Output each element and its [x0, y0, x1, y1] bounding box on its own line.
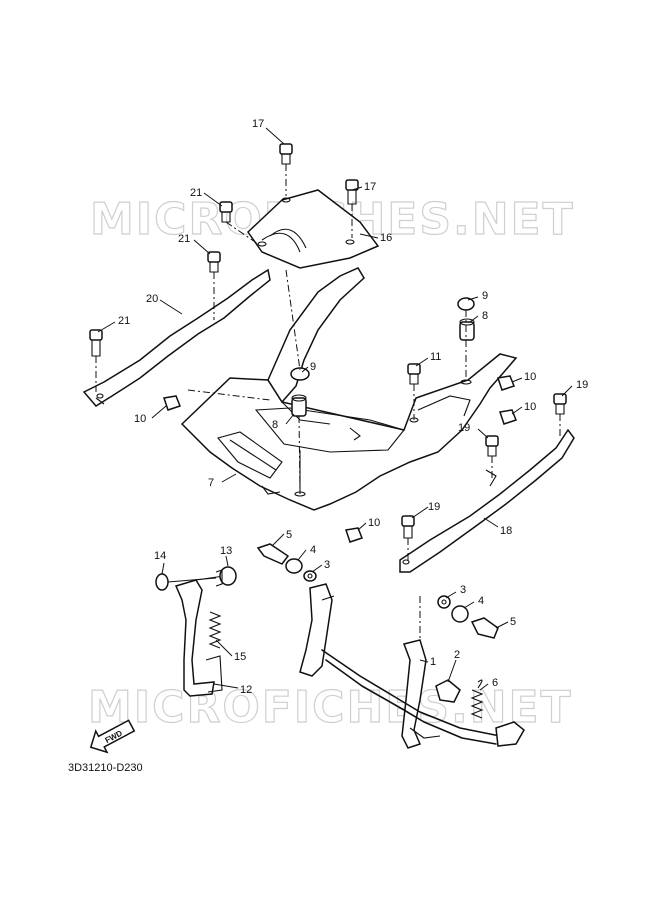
watermark-bottom: MICROFICHES.NET	[88, 682, 573, 733]
callout-11: 11	[430, 351, 441, 363]
callout-17a: 17	[252, 118, 264, 130]
assembly-lines	[95, 164, 561, 662]
callout-10a: 10	[134, 413, 146, 425]
part-12-side-stand	[174, 575, 225, 697]
part-1-main-stand	[299, 583, 525, 749]
callout-13: 13	[220, 545, 232, 557]
callout-17b: 17	[364, 181, 376, 193]
part-21-bolt-b	[207, 251, 221, 273]
part-6-spring	[470, 679, 484, 719]
part-10-clip-c	[499, 409, 517, 425]
callout-20: 20	[146, 293, 158, 305]
callout-5b: 5	[510, 616, 516, 628]
callouts: 17 17 21 16 21 20 21 9 8 11 9 10 19 10 1…	[118, 118, 588, 696]
callout-21b: 21	[178, 233, 190, 245]
part-10-clip-d	[345, 527, 363, 543]
callout-9a: 9	[310, 361, 316, 373]
callout-10d: 10	[368, 517, 380, 529]
part-19-bolt-a	[553, 393, 567, 415]
callout-18: 18	[500, 525, 512, 537]
part-16-plate	[247, 189, 380, 269]
part-19-bolt-b	[485, 435, 499, 457]
part-9-grommet-a	[290, 367, 310, 381]
callout-3b: 3	[460, 584, 466, 596]
part-7-frame	[180, 267, 518, 511]
leader-lines	[97, 127, 573, 691]
callout-8b: 8	[482, 310, 488, 322]
callout-21a: 21	[190, 187, 202, 199]
part-20-left-stay	[82, 268, 271, 407]
callout-9b: 9	[482, 290, 488, 302]
part-4-collar-left	[285, 558, 303, 574]
part-15-spring	[208, 611, 222, 649]
callout-19c: 19	[428, 501, 440, 513]
part-14-bolt	[155, 573, 217, 591]
part-19-bolt-c	[401, 515, 415, 539]
part-3-washer-right	[437, 595, 451, 609]
callout-4a: 4	[310, 544, 316, 556]
callout-12: 12	[240, 684, 252, 696]
callout-8a: 8	[272, 419, 278, 431]
callout-7: 7	[208, 477, 214, 489]
part-4-collar-right	[451, 605, 469, 623]
callout-2: 2	[454, 649, 460, 661]
callout-10b: 10	[524, 371, 536, 383]
callout-19a: 19	[576, 379, 588, 391]
part-17-bolt-a	[279, 143, 293, 165]
part-18-right-stay	[399, 428, 575, 573]
callout-21c: 21	[118, 315, 130, 327]
callout-4b: 4	[478, 595, 484, 607]
callout-1: 1	[430, 656, 436, 668]
callout-3a: 3	[324, 559, 330, 571]
callout-19b: 19	[458, 422, 470, 434]
part-10-clip-b	[497, 375, 515, 391]
part-5-bolt-right	[470, 617, 499, 639]
callout-14: 14	[154, 550, 166, 562]
part-8-collar-b	[459, 318, 475, 341]
part-13-nut	[215, 566, 237, 587]
callout-10c: 10	[524, 401, 536, 413]
part-11-bolt	[407, 363, 421, 385]
part-5-bolt-left	[256, 543, 290, 565]
callout-16: 16	[380, 232, 392, 244]
part-10-clip-a	[163, 395, 181, 411]
part-9-grommet-b	[457, 297, 475, 311]
part-2-stopper	[435, 679, 461, 703]
callout-15: 15	[234, 651, 246, 663]
callout-5a: 5	[286, 529, 292, 541]
part-21-bolt-a	[219, 201, 233, 223]
diagram-code: 3D31210-D230	[68, 762, 143, 774]
part-8-collar-a	[291, 394, 307, 417]
part-21-bolt-c	[89, 329, 103, 357]
part-3-washer-left	[303, 570, 317, 582]
callout-6: 6	[492, 677, 498, 689]
